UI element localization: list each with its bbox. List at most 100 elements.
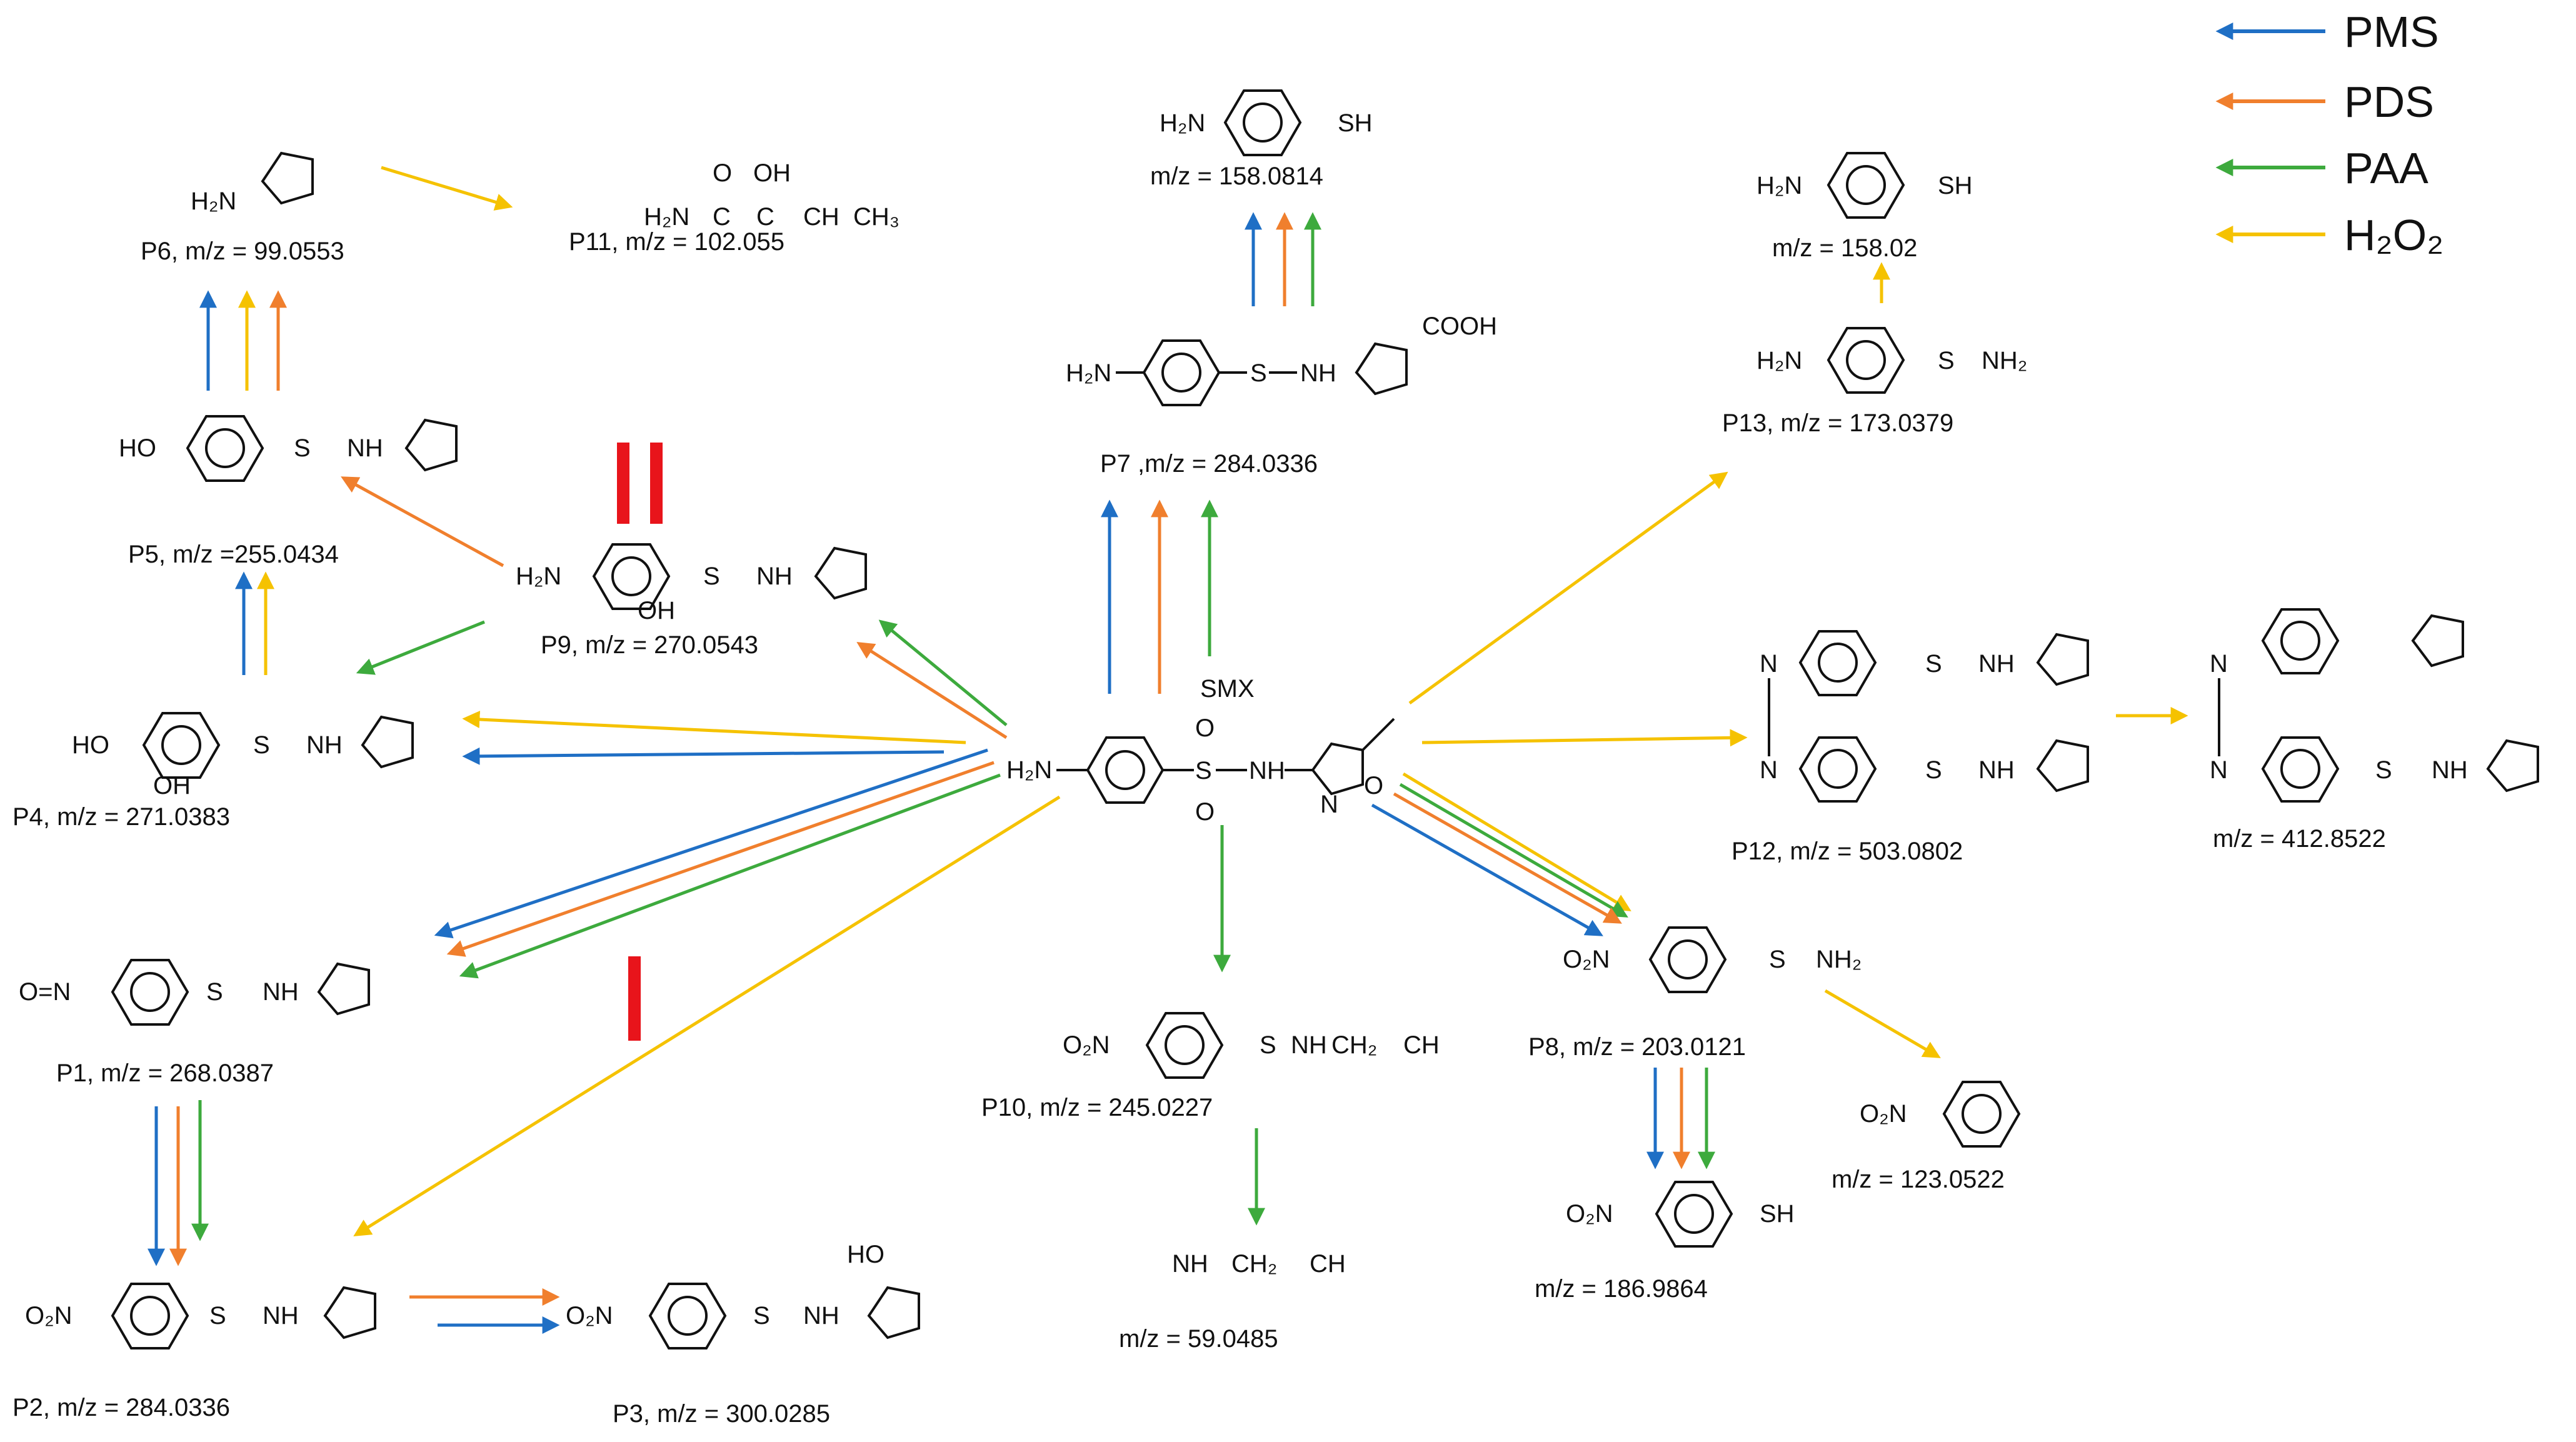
p9-oh: OH <box>638 597 675 624</box>
p2-o2n: O₂N <box>25 1302 73 1329</box>
p13-s: S <box>1938 347 1955 374</box>
p12a-nh: NH <box>2432 756 2468 784</box>
p12-n2: N <box>1760 756 1778 784</box>
structure-p13: H₂N S NH₂ P13, m/z = 173.0379 H₂N SH m/z… <box>1722 152 2027 437</box>
reaction-arrow <box>1402 772 1631 911</box>
p2-nh: NH <box>263 1302 299 1329</box>
legend-label-h2o2: H₂O₂ <box>2344 211 2443 259</box>
smx-s: S <box>1195 757 1212 784</box>
p11-ch: CH <box>803 203 839 231</box>
structure-p8: O₂N S NH₂ P8, m/z = 203.0121 <box>1528 926 1862 1061</box>
p3-s: S <box>753 1302 770 1329</box>
p5-label: P5, m/z =255.0434 <box>128 541 339 568</box>
p3-nh: NH <box>803 1302 839 1329</box>
p10-o2n: O₂N <box>1063 1031 1110 1059</box>
p1-on: O=N <box>19 978 71 1006</box>
p8a-label: m/z = 186.9864 <box>1535 1275 1708 1303</box>
structure-p3: O₂N S NH HO P3, m/z = 300.0285 <box>566 1241 920 1428</box>
smx-nh: NH <box>1249 757 1285 784</box>
p12a-s: S <box>2375 756 2392 784</box>
reaction-arrow <box>878 619 1008 726</box>
p8-s: S <box>1769 946 1786 973</box>
p12-nh1: NH <box>1978 650 2015 678</box>
p10a-ch: CH <box>1310 1250 1346 1278</box>
p1-s: S <box>206 978 223 1006</box>
p6-h2n: H₂N <box>191 188 236 215</box>
p7-label: P7 ,m/z = 284.0336 <box>1100 450 1318 478</box>
p10-nh: NH <box>1291 1031 1327 1059</box>
reaction-arrow <box>856 641 1008 739</box>
p12-n1: N <box>1760 650 1778 678</box>
reaction-arrow <box>462 747 945 765</box>
structure-p1: O=N S NH P1, m/z = 268.0387 <box>19 959 370 1087</box>
p12a-n2: N <box>2210 756 2228 784</box>
p3-label: P3, m/z = 300.0285 <box>613 1400 830 1428</box>
structure-p10: O₂N S NH CH₂ CH P10, m/z = 245.0227 <box>981 1012 1440 1121</box>
p7-h2n: H₂N <box>1066 359 1111 387</box>
p10-label: P10, m/z = 245.0227 <box>981 1094 1213 1121</box>
structure-p10a: NH CH₂ CH m/z = 59.0485 <box>1119 1250 1346 1353</box>
p8-o2n: O₂N <box>1563 946 1610 973</box>
p13a-sh: SH <box>1938 172 1973 199</box>
p4-oh: OH <box>153 772 191 799</box>
p4-s: S <box>253 731 270 759</box>
p7a-sh: SH <box>1338 109 1373 137</box>
p9-h2n: H₂N <box>516 563 561 590</box>
p12a-n1: N <box>2210 650 2228 678</box>
reaction-arrow <box>353 795 1061 1236</box>
p6-label: P6, m/z = 99.0553 <box>141 238 344 265</box>
p11-c1: C <box>713 203 731 231</box>
legend: PMS PDS PAA H₂O₂ <box>2215 8 2443 259</box>
p12-nh2: NH <box>1978 756 2015 784</box>
p7a-label: m/z = 158.0814 <box>1150 163 1323 190</box>
legend-label-pds: PDS <box>2344 78 2434 126</box>
p8b-label: m/z = 123.0522 <box>1832 1166 2005 1193</box>
p10a-hn: NH <box>1172 1250 1208 1278</box>
p9-nh: NH <box>756 563 793 590</box>
p11-o: O <box>713 159 732 187</box>
p11-label: P11, m/z = 102.055 <box>569 228 784 256</box>
p13-h2n: H₂N <box>1757 347 1802 374</box>
smx-o2: O <box>1195 798 1215 826</box>
p10a-label: m/z = 59.0485 <box>1119 1325 1278 1353</box>
p13a-label: m/z = 158.02 <box>1772 234 1917 262</box>
legend-label-paa: PAA <box>2344 144 2428 193</box>
p7-cooh: COOH <box>1422 313 1497 340</box>
reaction-arrow <box>1421 729 1748 747</box>
p5-nh: NH <box>347 434 383 462</box>
p12-label: P12, m/z = 503.0802 <box>1732 838 1963 865</box>
structure-p5: HO S NH P5, m/z =255.0434 <box>119 415 458 568</box>
p8-label: P8, m/z = 203.0121 <box>1528 1033 1746 1061</box>
p8b-o2n: O₂N <box>1860 1100 1907 1128</box>
p2-s: S <box>209 1302 226 1329</box>
p7-s: S <box>1250 359 1267 387</box>
smx-o3: O <box>1364 772 1383 799</box>
structure-p4: HO OH S NH P4, m/z = 271.0383 <box>13 712 414 831</box>
highlight-bar-1 <box>617 443 629 524</box>
structure-smx: H₂N S O O NH N O SMX <box>1006 675 1395 826</box>
p4-ho: HO <box>72 731 109 759</box>
p9-s: S <box>703 563 720 590</box>
p12-s1: S <box>1925 650 1942 678</box>
structure-p8b: O₂N m/z = 123.0522 <box>1832 1081 2021 1193</box>
structure-p7a: H₂N SH m/z = 158.0814 <box>1150 89 1373 190</box>
p13a-h2n: H₂N <box>1757 172 1802 199</box>
p8-nh2: NH₂ <box>1816 946 1862 973</box>
reaction-arrow <box>341 476 504 568</box>
p10-s: S <box>1260 1031 1276 1059</box>
structure-p6: H₂N P6, m/z = 99.0553 <box>141 151 344 265</box>
highlight-bar-3 <box>628 956 641 1041</box>
smx-label: SMX <box>1200 675 1255 703</box>
reaction-arrow <box>446 761 995 957</box>
p10-ch2: CH₂ <box>1331 1031 1377 1059</box>
structure-p8a: O₂N SH m/z = 186.9864 <box>1535 1181 1795 1303</box>
reaction-arrow <box>356 620 485 675</box>
p3-ho: HO <box>847 1241 885 1268</box>
structure-p2: O₂N S NH P2, m/z = 284.0336 <box>13 1283 376 1421</box>
p8a-o2n: O₂N <box>1566 1200 1613 1228</box>
p10a-ch2: CH₂ <box>1231 1250 1277 1278</box>
p1-nh: NH <box>263 978 299 1006</box>
highlight-bar-2 <box>650 443 663 524</box>
p11-h2n: H₂N <box>644 203 689 231</box>
